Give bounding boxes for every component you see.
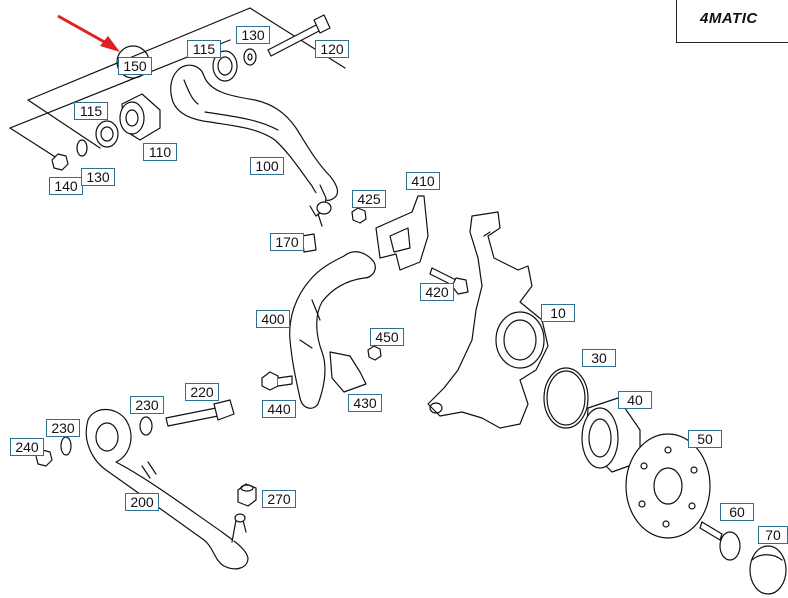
bolt-60 bbox=[699, 521, 741, 561]
nut-270 bbox=[237, 483, 257, 507]
clip-170 bbox=[301, 233, 317, 253]
4matic-logo: 4MATIC bbox=[700, 10, 758, 27]
part-label-140[interactable]: 140 bbox=[49, 177, 83, 195]
steering-knuckle-10 bbox=[427, 211, 549, 429]
bushing-110 bbox=[119, 93, 161, 141]
part-label-50[interactable]: 50 bbox=[688, 430, 722, 448]
part-label-170[interactable]: 170 bbox=[270, 233, 304, 251]
washer-230-left bbox=[60, 436, 72, 456]
washer-130-lower bbox=[76, 139, 88, 157]
red-arrow-icon bbox=[57, 14, 120, 52]
part-label-220[interactable]: 220 bbox=[185, 383, 219, 401]
part-label-230[interactable]: 230 bbox=[46, 419, 80, 437]
nut-140 bbox=[51, 153, 69, 171]
part-label-130[interactable]: 130 bbox=[81, 168, 115, 186]
nut-425 bbox=[351, 207, 367, 224]
snap-ring-30 bbox=[543, 367, 589, 429]
part-label-400[interactable]: 400 bbox=[256, 310, 290, 328]
part-label-100[interactable]: 100 bbox=[250, 157, 284, 175]
part-label-150[interactable]: 150 bbox=[118, 57, 152, 75]
part-label-40[interactable]: 40 bbox=[618, 391, 652, 409]
part-label-430[interactable]: 430 bbox=[348, 394, 382, 412]
bracket-410 bbox=[375, 195, 429, 271]
washer-130-top bbox=[243, 48, 257, 66]
part-label-60[interactable]: 60 bbox=[720, 503, 754, 521]
part-label-230[interactable]: 230 bbox=[130, 396, 164, 414]
bolt-120 bbox=[267, 14, 331, 57]
bracket-430 bbox=[329, 351, 367, 393]
part-label-120[interactable]: 120 bbox=[315, 40, 349, 58]
strut-rod-200 bbox=[85, 408, 249, 570]
part-label-115[interactable]: 115 bbox=[74, 102, 108, 120]
wheel-hub-50 bbox=[625, 433, 711, 539]
logo-frame bbox=[676, 0, 788, 43]
part-label-30[interactable]: 30 bbox=[582, 349, 616, 367]
part-label-410[interactable]: 410 bbox=[406, 172, 440, 190]
nut-450 bbox=[367, 345, 382, 361]
part-label-420[interactable]: 420 bbox=[420, 283, 454, 301]
part-label-70[interactable]: 70 bbox=[758, 526, 788, 544]
bushing-115-top bbox=[212, 50, 238, 82]
part-label-440[interactable]: 440 bbox=[262, 400, 296, 418]
part-label-130[interactable]: 130 bbox=[236, 26, 270, 44]
part-label-115[interactable]: 115 bbox=[187, 40, 221, 58]
part-label-270[interactable]: 270 bbox=[262, 490, 296, 508]
part-label-450[interactable]: 450 bbox=[370, 328, 404, 346]
part-label-110[interactable]: 110 bbox=[143, 143, 177, 161]
washer-230-right bbox=[139, 416, 153, 436]
dust-cap-70 bbox=[749, 545, 787, 595]
leader-bracket-side bbox=[9, 127, 61, 161]
bolt-220 bbox=[165, 399, 235, 427]
part-label-200[interactable]: 200 bbox=[125, 493, 159, 511]
bushing-115-lower bbox=[95, 120, 119, 148]
bolt-440 bbox=[261, 371, 293, 391]
leader-bracket bbox=[27, 7, 346, 101]
part-label-240[interactable]: 240 bbox=[10, 438, 44, 456]
wheel-bearing-40 bbox=[581, 397, 641, 473]
part-label-10[interactable]: 10 bbox=[541, 304, 575, 322]
part-label-425[interactable]: 425 bbox=[352, 190, 386, 208]
control-arm-100 bbox=[170, 64, 339, 201]
arm-400 bbox=[289, 251, 376, 409]
